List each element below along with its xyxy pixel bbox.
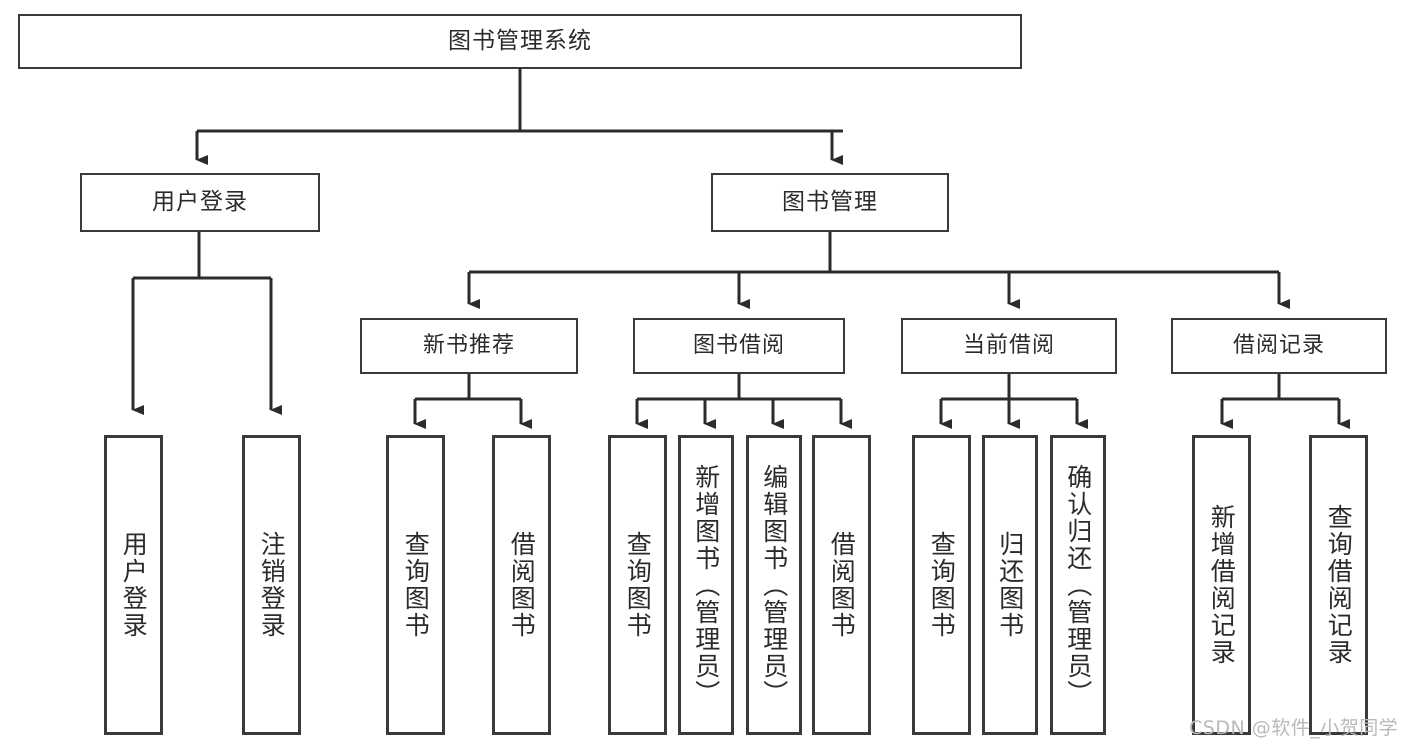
leaf-query-book-3-label: 查询图书	[927, 531, 957, 639]
node-book-management[interactable]: 图书管理	[711, 173, 949, 232]
node-root[interactable]: 图书管理系统	[18, 14, 1022, 69]
node-book-management-label: 图书管理	[782, 188, 878, 215]
leaf-edit-book[interactable]: 编辑图书（管理员）	[746, 435, 802, 735]
leaf-borrow-book-2-label: 借阅图书	[827, 531, 857, 639]
node-root-label: 图书管理系统	[448, 27, 592, 54]
node-borrow-record-label: 借阅记录	[1232, 332, 1325, 358]
node-current-borrow[interactable]: 当前借阅	[901, 318, 1117, 374]
leaf-add-book-label: 新增图书（管理员）	[691, 463, 721, 707]
leaf-borrow-book-1[interactable]: 借阅图书	[492, 435, 551, 735]
leaf-query-book-2[interactable]: 查询图书	[608, 435, 667, 735]
leaf-query-record[interactable]: 查询借阅记录	[1309, 435, 1368, 735]
leaf-user-login[interactable]: 用户登录	[104, 435, 163, 735]
node-current-borrow-label: 当前借阅	[962, 332, 1055, 358]
node-user-login-label: 用户登录	[152, 188, 248, 215]
node-book-borrow-label: 图书借阅	[692, 332, 785, 358]
leaf-query-book-1[interactable]: 查询图书	[386, 435, 445, 735]
leaf-confirm-return[interactable]: 确认归还（管理员）	[1050, 435, 1106, 735]
leaf-edit-book-label: 编辑图书（管理员）	[759, 463, 789, 707]
leaf-add-record-label: 新增借阅记录	[1207, 504, 1237, 666]
leaf-logout-login[interactable]: 注销登录	[242, 435, 301, 735]
node-new-book-recommend-label: 新书推荐	[422, 332, 515, 358]
leaf-query-book-2-label: 查询图书	[623, 531, 653, 639]
leaf-borrow-book-1-label: 借阅图书	[507, 531, 537, 639]
leaf-add-record[interactable]: 新增借阅记录	[1192, 435, 1251, 735]
node-new-book-recommend[interactable]: 新书推荐	[360, 318, 578, 374]
leaf-confirm-return-label: 确认归还（管理员）	[1063, 463, 1093, 707]
leaf-query-book-1-label: 查询图书	[401, 531, 431, 639]
leaf-borrow-book-2[interactable]: 借阅图书	[812, 435, 871, 735]
leaf-return-book[interactable]: 归还图书	[982, 435, 1038, 735]
leaf-return-book-label: 归还图书	[995, 531, 1025, 639]
node-book-borrow[interactable]: 图书借阅	[633, 318, 845, 374]
leaf-query-record-label: 查询借阅记录	[1324, 504, 1354, 666]
leaf-add-book[interactable]: 新增图书（管理员）	[678, 435, 734, 735]
node-user-login[interactable]: 用户登录	[80, 173, 320, 232]
leaf-logout-login-label: 注销登录	[257, 531, 287, 639]
leaf-query-book-3[interactable]: 查询图书	[912, 435, 971, 735]
node-borrow-record[interactable]: 借阅记录	[1171, 318, 1387, 374]
leaf-user-login-label: 用户登录	[119, 531, 149, 639]
